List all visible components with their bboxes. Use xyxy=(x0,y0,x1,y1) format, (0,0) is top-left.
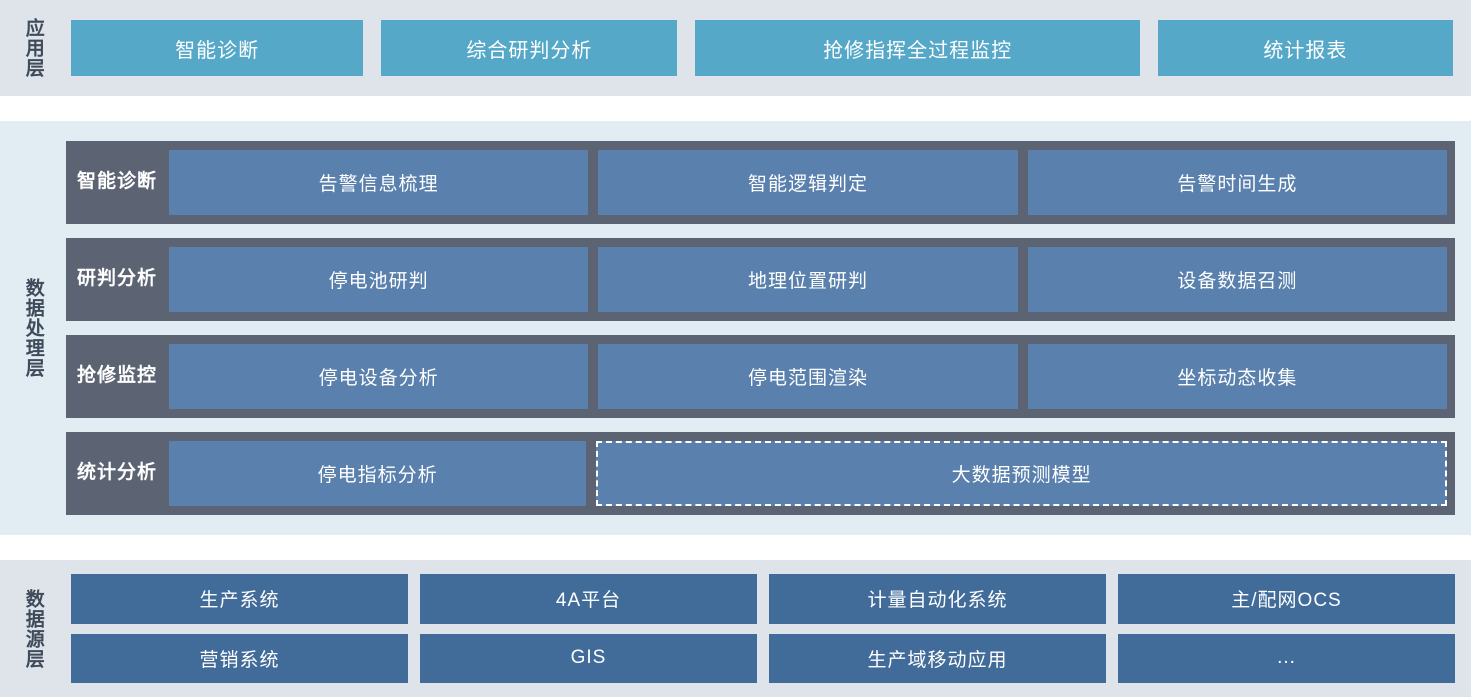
proc-row-label-line2: 诊断 xyxy=(117,171,158,193)
data-source-row-1: 生产系统 4A平台 计量自动化系统 主/配网OCS xyxy=(71,574,1455,624)
src-box-main-distribution-ocs[interactable]: 主/配网OCS xyxy=(1118,574,1455,624)
proc-row-label-statistical-analysis: 统计 分析 xyxy=(74,441,160,506)
src-box-gis[interactable]: GIS xyxy=(420,633,757,683)
data-source-row-2: 营销系统 GIS 生产域移动应用 ... xyxy=(71,633,1455,683)
data-processing-layer-label: 数据处理层 xyxy=(22,278,44,378)
proc-cells-judgment-analysis: 停电池研判 地理位置研判 设备数据召测 xyxy=(169,247,1447,312)
proc-box-outage-device-analysis[interactable]: 停电设备分析 xyxy=(169,344,589,409)
proc-box-alarm-info-sorting[interactable]: 告警信息梳理 xyxy=(169,150,589,215)
proc-row-label-line2: 监控 xyxy=(117,365,158,387)
src-box-production-mobile-application[interactable]: 生产域移动应用 xyxy=(769,633,1106,683)
proc-row-intelligent-diagnosis: 智能 诊断 告警信息梳理 智能逻辑判定 告警时间生成 xyxy=(66,141,1455,224)
proc-cells-intelligent-diagnosis: 告警信息梳理 智能逻辑判定 告警时间生成 xyxy=(169,150,1447,215)
proc-row-label-line1: 研判 xyxy=(76,268,117,290)
proc-row-statistical-analysis: 统计 分析 停电指标分析 大数据预测模型 xyxy=(66,432,1455,515)
proc-box-outage-range-rendering[interactable]: 停电范围渲染 xyxy=(598,344,1018,409)
proc-box-big-data-prediction-model[interactable]: 大数据预测模型 xyxy=(596,441,1447,506)
app-box-intelligent-diagnosis[interactable]: 智能诊断 xyxy=(71,20,364,76)
proc-row-label-intelligent-diagnosis: 智能 诊断 xyxy=(74,150,160,215)
app-box-repair-monitoring[interactable]: 抢修指挥全过程监控 xyxy=(695,20,1140,76)
layer-gap-bottom xyxy=(0,535,1471,560)
proc-row-judgment-analysis: 研判 分析 停电池研判 地理位置研判 设备数据召测 xyxy=(66,238,1455,321)
proc-row-repair-monitoring: 抢修 监控 停电设备分析 停电范围渲染 坐标动态收集 xyxy=(66,335,1455,418)
proc-cells-statistical-analysis: 停电指标分析 大数据预测模型 xyxy=(169,441,1447,506)
app-box-statistical-report[interactable]: 统计报表 xyxy=(1157,20,1453,76)
data-source-layer-label: 数据源层 xyxy=(22,588,44,669)
proc-row-label-line2: 分析 xyxy=(117,462,158,484)
proc-row-label-judgment-analysis: 研判 分析 xyxy=(74,247,160,312)
data-source-layer: 数据源层 生产系统 4A平台 计量自动化系统 主/配网OCS 营销系统 GIS … xyxy=(0,560,1471,697)
proc-row-label-line1: 统计 xyxy=(76,462,117,484)
proc-box-coordinate-dynamic-collection[interactable]: 坐标动态收集 xyxy=(1027,344,1447,409)
proc-box-outage-index-analysis[interactable]: 停电指标分析 xyxy=(169,441,587,506)
src-box-production-system[interactable]: 生产系统 xyxy=(71,574,408,624)
layer-gap-top xyxy=(0,96,1471,121)
proc-row-label-line2: 分析 xyxy=(117,268,158,290)
proc-box-geo-location-judgment[interactable]: 地理位置研判 xyxy=(598,247,1018,312)
proc-box-device-data-polling[interactable]: 设备数据召测 xyxy=(1027,247,1447,312)
proc-box-outage-pool-judgment[interactable]: 停电池研判 xyxy=(169,247,589,312)
src-box-metering-automation-system[interactable]: 计量自动化系统 xyxy=(769,574,1106,624)
proc-box-alarm-time-generation[interactable]: 告警时间生成 xyxy=(1027,150,1447,215)
application-layer-boxes: 智能诊断 综合研判分析 抢修指挥全过程监控 统计报表 xyxy=(66,0,1471,96)
proc-row-label-line1: 抢修 xyxy=(76,365,117,387)
src-box-more[interactable]: ... xyxy=(1118,633,1455,683)
proc-row-label-line1: 智能 xyxy=(76,171,117,193)
proc-row-label-repair-monitoring: 抢修 监控 xyxy=(74,344,160,409)
data-source-grid: 生产系统 4A平台 计量自动化系统 主/配网OCS 营销系统 GIS 生产域移动… xyxy=(66,560,1471,697)
src-box-4a-platform[interactable]: 4A平台 xyxy=(420,574,757,624)
app-box-comprehensive-analysis[interactable]: 综合研判分析 xyxy=(381,20,678,76)
proc-box-intelligent-logic-decision[interactable]: 智能逻辑判定 xyxy=(598,150,1018,215)
data-processing-layer: 数据处理层 智能 诊断 告警信息梳理 智能逻辑判定 告警时间生成 研判 分析 xyxy=(0,121,1471,535)
data-processing-rows: 智能 诊断 告警信息梳理 智能逻辑判定 告警时间生成 研判 分析 停电池研判 地… xyxy=(66,121,1471,535)
application-layer: 应用层 智能诊断 综合研判分析 抢修指挥全过程监控 统计报表 xyxy=(0,0,1471,96)
proc-cells-repair-monitoring: 停电设备分析 停电范围渲染 坐标动态收集 xyxy=(169,344,1447,409)
src-box-marketing-system[interactable]: 营销系统 xyxy=(71,633,408,683)
application-layer-label: 应用层 xyxy=(22,18,44,78)
